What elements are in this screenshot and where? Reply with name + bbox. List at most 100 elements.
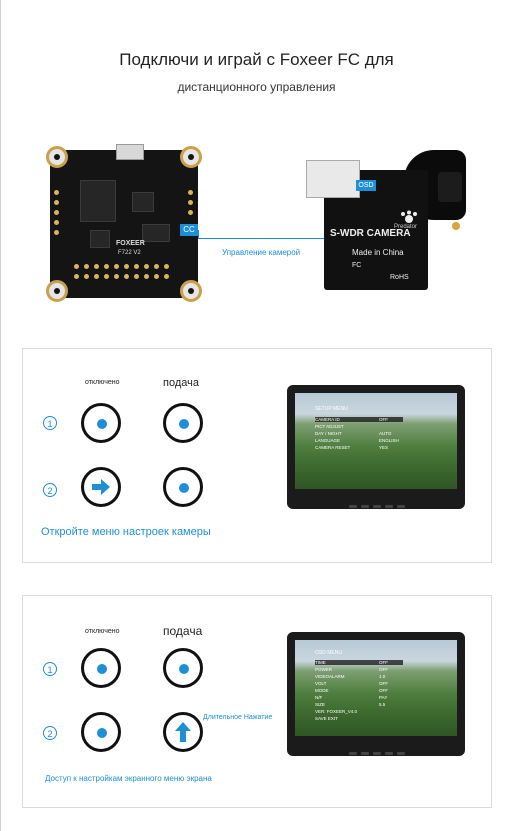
solder-pad: [84, 274, 89, 279]
label-feed: подача: [163, 377, 199, 389]
solder-pad: [74, 274, 79, 279]
camera-fc-mark: FC: [352, 262, 362, 269]
button-off[interactable]: [81, 648, 121, 688]
menu-value: OFF: [379, 660, 388, 665]
solder-pad: [144, 274, 149, 279]
dot-icon: [179, 664, 189, 674]
dot-icon: [179, 483, 189, 493]
button-off[interactable]: [81, 467, 121, 507]
solder-pad: [74, 264, 79, 269]
screen-menu-row: VOLT OFF: [315, 681, 403, 686]
step-number: 2: [43, 483, 57, 497]
chip: [132, 192, 154, 212]
screen-menu-row: SAVE EXIT: [315, 716, 403, 721]
solder-pad: [154, 264, 159, 269]
solder-pad: [94, 264, 99, 269]
button-feed[interactable]: [163, 467, 203, 507]
menu-value: OFF: [379, 417, 388, 422]
solder-pad: [188, 190, 193, 195]
button-off[interactable]: [81, 712, 121, 752]
solder-pad: [164, 264, 169, 269]
screen-menu-row: CAMERA ID OFF: [315, 417, 403, 422]
menu-key: MODE: [315, 688, 329, 693]
solder-pad: [54, 200, 59, 205]
mount-hole: [180, 146, 202, 168]
menu-value: ENGLISH: [379, 438, 399, 443]
solder-pad: [104, 264, 109, 269]
long-press-label: Длительное Нажатие: [203, 714, 273, 721]
menu-value: YES: [379, 445, 389, 450]
monitor-buttons: [349, 742, 409, 755]
panel-caption: Откройте меню настроек камеры: [41, 526, 211, 538]
menu-key: SAVE EXIT: [315, 716, 338, 721]
solder-pad: [54, 190, 59, 195]
solder-pad: [134, 274, 139, 279]
arrow-up-icon: [175, 722, 191, 742]
cc-pad-tag: CC: [180, 224, 198, 236]
solder-pad: [54, 220, 59, 225]
monitor-buttons: [349, 495, 409, 508]
usb-port: [116, 144, 144, 160]
step-number: 2: [43, 726, 57, 740]
solder-pad: [54, 230, 59, 235]
connector-line: [198, 238, 330, 239]
osd-pin-tag: OSD: [356, 180, 376, 191]
mount-hole: [180, 280, 202, 302]
solder-pad: [144, 264, 149, 269]
menu-value: OFF: [379, 681, 388, 686]
solder-pad: [54, 210, 59, 215]
screen-menu-row: POWER OFF: [315, 667, 403, 672]
flight-controller-board: FOXEER F722 V2: [46, 144, 202, 302]
fc-brand-label: FOXEER: [116, 240, 145, 247]
solder-pad: [94, 274, 99, 279]
page-subtitle: дистанционного управления: [177, 80, 336, 94]
screen-menu-title: OSD MENU: [315, 650, 342, 656]
menu-key: TIME: [315, 660, 326, 665]
menu-value: PAY: [379, 695, 388, 700]
solder-pad: [124, 264, 129, 269]
arrow-right-icon: [92, 479, 110, 495]
button-feed[interactable]: [163, 648, 203, 688]
mcu-chip: [80, 180, 116, 222]
connector-line: [198, 230, 199, 239]
label-feed: подача: [163, 624, 203, 638]
solder-pad: [134, 264, 139, 269]
instruction-panel-osd-menu: отключено подача 1 2 Длительное Нажатие …: [22, 595, 492, 808]
menu-key: N/F: [315, 695, 323, 700]
camera-connector: [306, 160, 360, 198]
menu-key: SIZE: [315, 702, 326, 707]
solder-pad: [114, 274, 119, 279]
mount-hole: [46, 146, 68, 168]
chip: [90, 230, 110, 248]
menu-key: PICT ADJUST: [315, 424, 344, 429]
solder-pad: [154, 274, 159, 279]
camera-brand: S-WDR CAMERA: [330, 228, 411, 239]
camera-control-label: Управление камерой: [222, 248, 301, 257]
screen-menu-row: VER: FOXEER_V4.0: [315, 709, 403, 714]
camera-screw: [452, 222, 460, 230]
solder-pad: [188, 210, 193, 215]
camera-rohs-mark: RoHS: [390, 274, 409, 281]
menu-key: CAMERA ID: [315, 417, 340, 422]
menu-key: VOLT: [315, 681, 327, 686]
menu-key: POWER: [315, 667, 333, 672]
menu-value: OFF: [379, 667, 388, 672]
button-feed[interactable]: [163, 712, 203, 752]
fc-model-label: F722 V2: [118, 250, 141, 256]
camera-lens-ring: [438, 172, 462, 202]
menu-value: 1.0: [379, 674, 386, 679]
solder-pad: [84, 264, 89, 269]
mount-hole: [46, 280, 68, 302]
button-off[interactable]: [81, 403, 121, 443]
dot-icon: [179, 419, 189, 429]
panel-caption: Доступ к настройкам экранного меню экран…: [45, 774, 212, 783]
solder-pad: [164, 274, 169, 279]
button-feed[interactable]: [163, 403, 203, 443]
